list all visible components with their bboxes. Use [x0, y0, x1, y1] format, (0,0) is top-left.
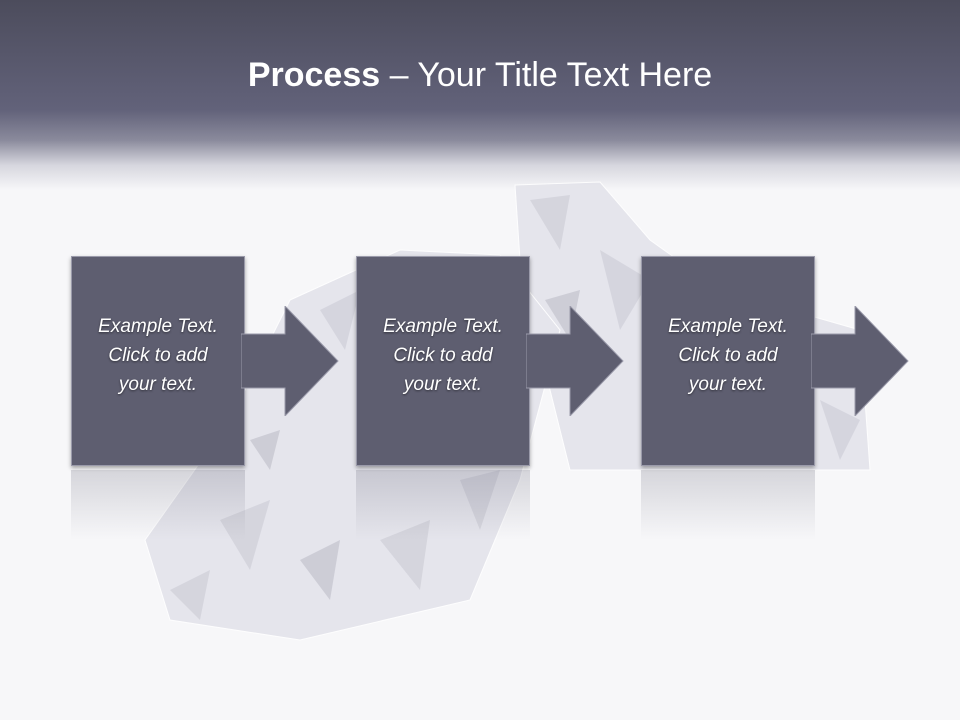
- step-reflection: [71, 470, 245, 540]
- step-text[interactable]: Example Text. Click to add your text.: [71, 312, 245, 399]
- step-text-line3: your text.: [118, 374, 198, 395]
- step-text-line2: Click to add: [393, 345, 493, 366]
- right-arrow-icon: [241, 306, 339, 416]
- step-text[interactable]: Example Text. Click to add your text.: [356, 312, 530, 399]
- step-text-line1: Example Text.: [383, 316, 503, 337]
- right-arrow-icon: [526, 306, 624, 416]
- step-text-line3: your text.: [688, 374, 768, 395]
- right-arrow-icon: [811, 306, 909, 416]
- step-reflection: [356, 470, 530, 540]
- title-bar: [0, 0, 960, 190]
- slide-title[interactable]: Process – Your Title Text Here: [0, 52, 960, 98]
- step-reflection: [641, 470, 815, 540]
- step-text-line1: Example Text.: [98, 316, 218, 337]
- step-box[interactable]: [356, 256, 530, 466]
- step-text-line2: Click to add: [678, 345, 778, 366]
- title-bold-word: Process: [247, 56, 381, 94]
- step-text-line1: Example Text.: [668, 316, 788, 337]
- title-rest-text: – Your Title Text Here: [380, 56, 713, 94]
- step-box[interactable]: [641, 256, 815, 466]
- step-text-line2: Click to add: [108, 345, 208, 366]
- step-text-line3: your text.: [403, 374, 483, 395]
- step-text[interactable]: Example Text. Click to add your text.: [641, 312, 815, 399]
